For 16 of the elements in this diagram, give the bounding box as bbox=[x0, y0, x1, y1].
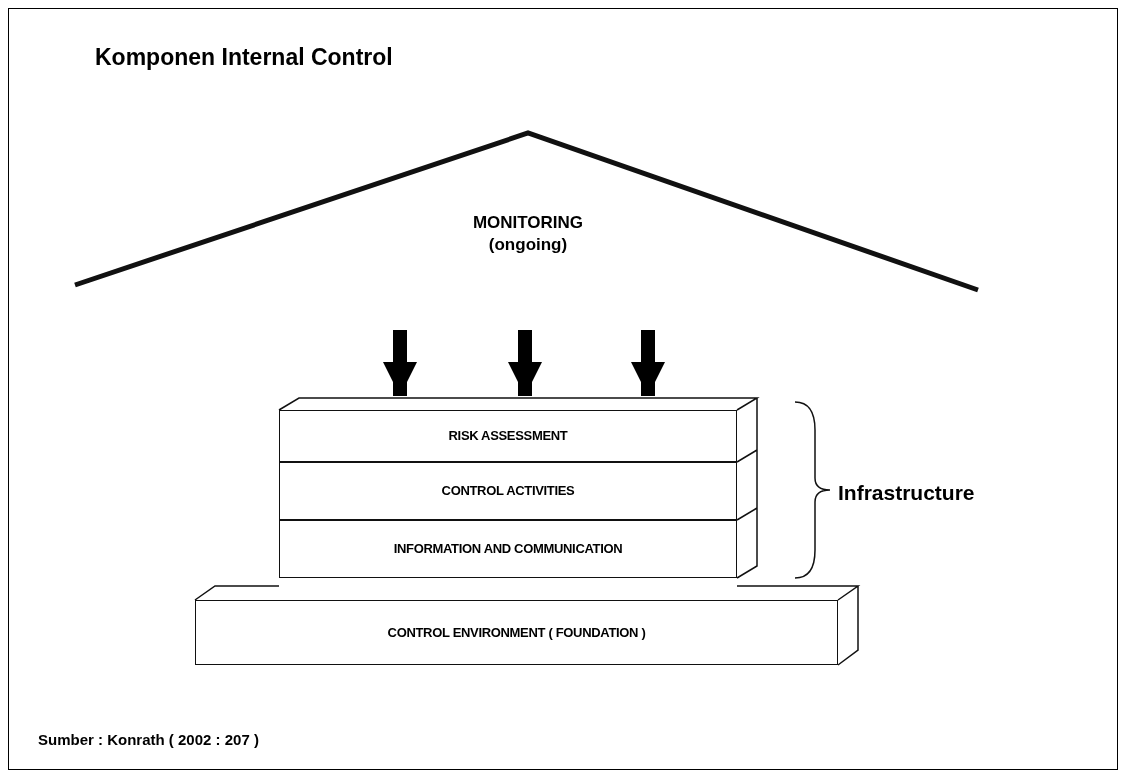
layer-block bbox=[279, 462, 737, 520]
block-arrow bbox=[508, 330, 542, 396]
layer-block bbox=[279, 410, 737, 462]
layer-label: CONTROL ACTIVITIES bbox=[441, 482, 575, 501]
layer-label: CONTROL ENVIRONMENT ( FOUNDATION ) bbox=[387, 623, 646, 642]
monitoring-text: (ongoing) bbox=[487, 234, 569, 256]
block-arrow bbox=[631, 330, 665, 396]
monitoring-text: MONITORING bbox=[471, 212, 585, 234]
layer-label: INFORMATION AND COMMUNICATION bbox=[393, 540, 623, 559]
title: Komponen Internal Control bbox=[95, 43, 393, 72]
group-label: Infrastructure bbox=[838, 480, 975, 506]
source-caption: Sumber : Konrath ( 2002 : 207 ) bbox=[38, 730, 259, 750]
layer-block bbox=[279, 520, 737, 578]
layer-label: RISK ASSESSMENT bbox=[448, 427, 568, 446]
layer-block bbox=[195, 600, 838, 665]
block-arrow bbox=[383, 330, 417, 396]
